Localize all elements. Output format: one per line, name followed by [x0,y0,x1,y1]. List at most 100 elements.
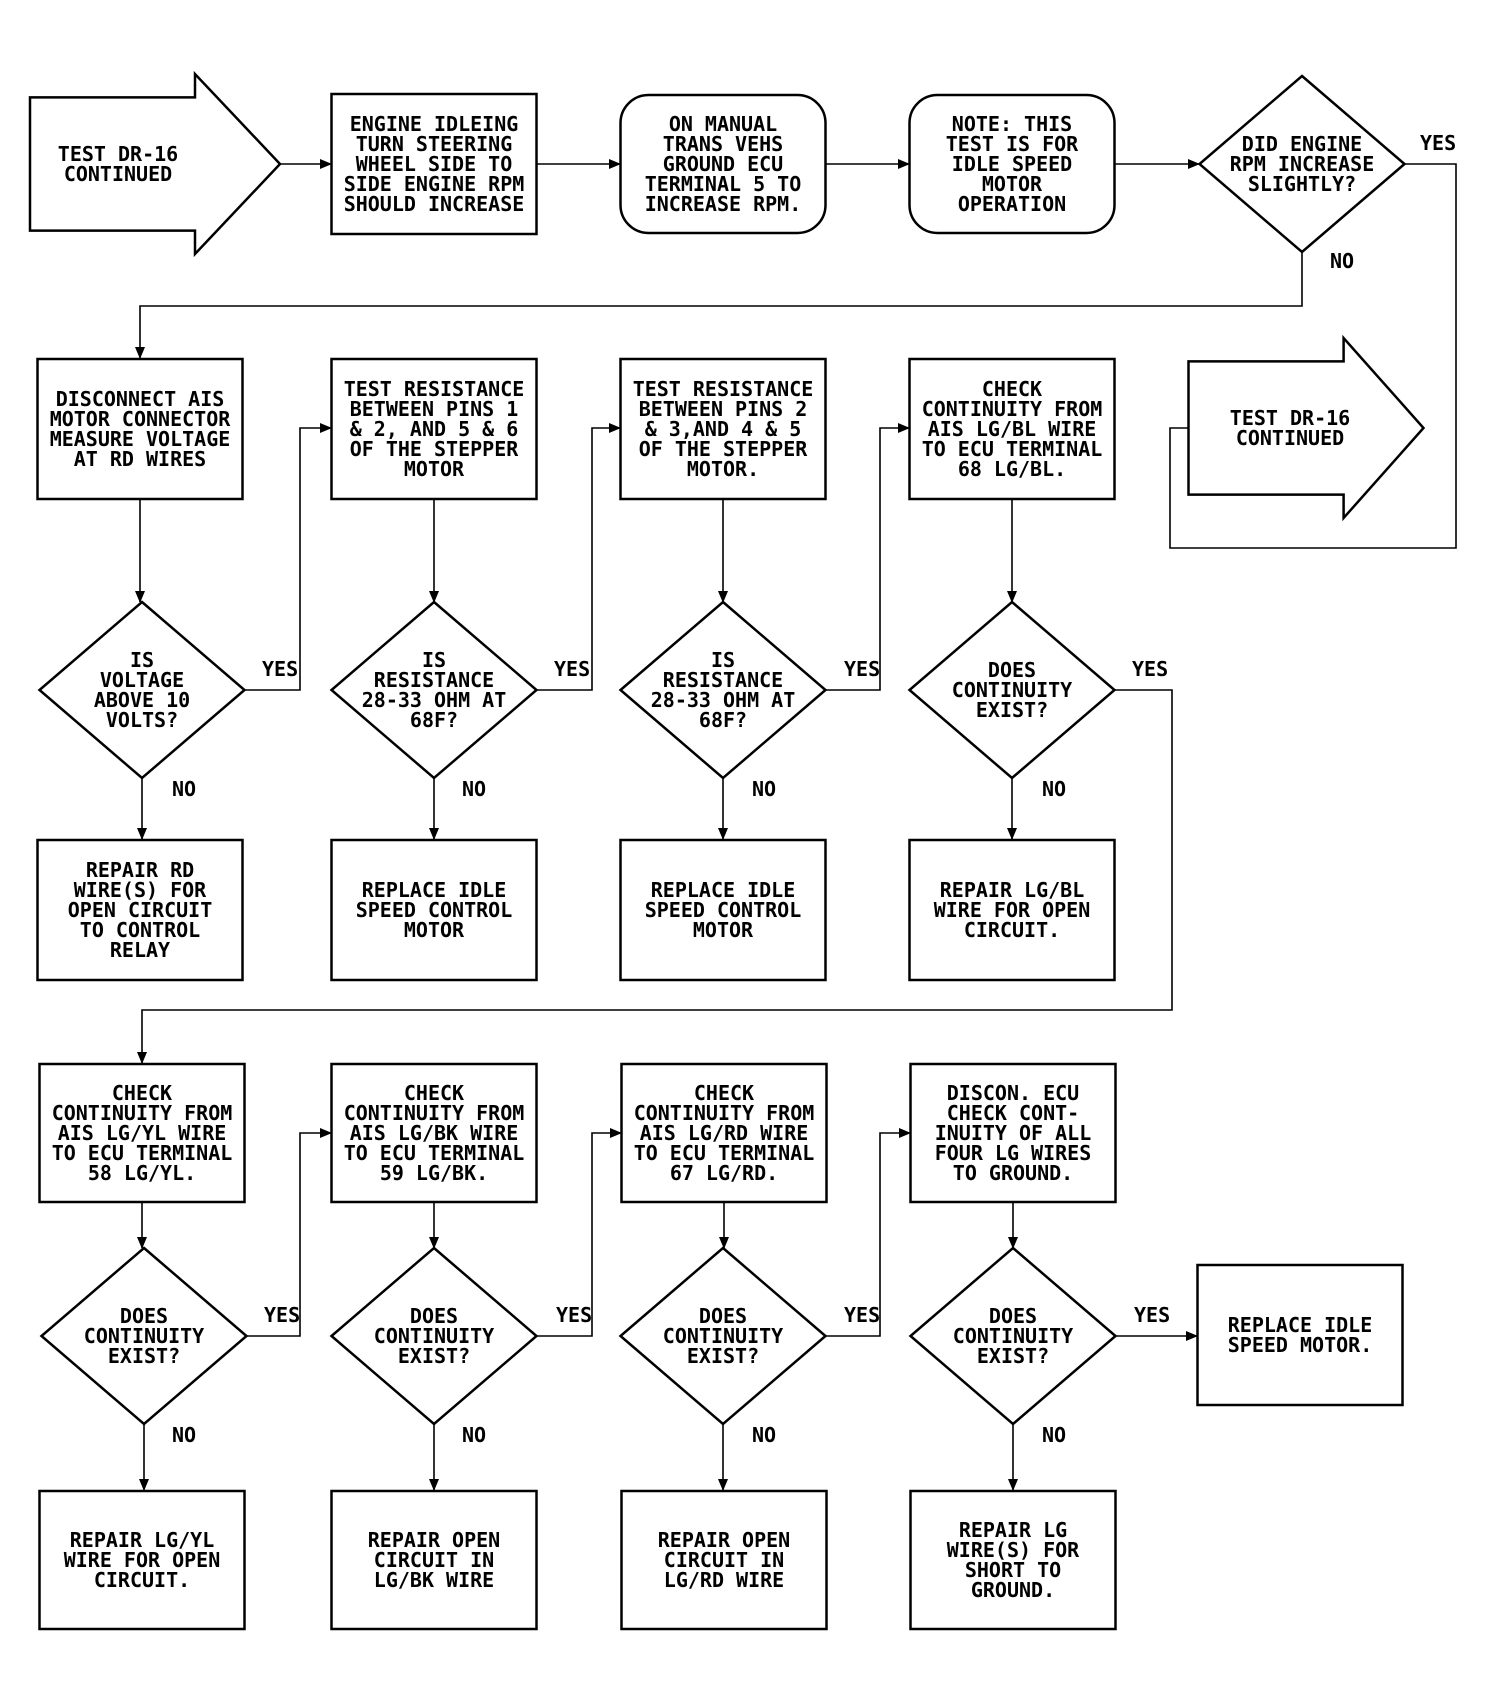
node-voltq-line: IS [130,648,154,672]
edge-label-no: NO [172,1423,196,1447]
node-rpmq-line: DID ENGINE [1242,132,1362,156]
node-replidle2-line: SPEED CONTROL [645,898,802,922]
node-chkrd-line: 67 LG/RD. [670,1161,778,1185]
node-chkyl-line: TO ECU TERMINAL [52,1141,233,1165]
node-repbl-line: WIRE FOR OPEN [934,898,1091,922]
connector-rpmq-to-disc [135,252,1303,359]
node-start-line: TEST DR-16 [58,142,178,166]
node-repbl-line: CIRCUIT. [964,918,1060,942]
edge-label-no: NO [1330,249,1354,273]
node-bkq-line: CONTINUITY [374,1324,494,1348]
connector-blq-to-chkyl [137,689,1173,1064]
node-res2-line: & 3,AND 4 & 5 [645,417,802,441]
shape-idle [330,92,538,236]
node-note-line: IDLE SPEED [952,152,1072,176]
shape-disc [36,357,244,501]
node-replmotor-line: SPEED MOTOR. [1228,1333,1373,1357]
node-disc-line: MEASURE VOLTAGE [50,427,231,451]
node-cont2-line: TEST DR-16 [1230,406,1350,430]
node-res1-line: TEST RESISTANCE [344,377,525,401]
connector-bkq-to-chkrd [536,1128,622,1337]
node-idle-line: WHEEL SIDE TO [356,152,513,176]
shape-rpmq [1197,74,1407,254]
node-chkbl-line: CONTINUITY FROM [922,397,1103,421]
node-chkrd-line: CHECK [694,1081,754,1105]
node-blq-line: CONTINUITY [952,678,1072,702]
node-rdq-line: CONTINUITY [663,1324,783,1348]
node-chkbk-line: AIS LG/BK WIRE [350,1121,519,1145]
node-res2q-line: IS [711,648,735,672]
node-replidle2-line: REPLACE IDLE [651,878,796,902]
edge-label-yes: YES [264,1303,300,1327]
node-discecu-line: TO GROUND. [953,1161,1073,1185]
node-replidle1-line: MOTOR [404,918,465,942]
shape-ylq [39,1246,249,1426]
node-disc-line: MOTOR CONNECTOR [50,407,232,431]
node-res1q-line: IS [422,648,446,672]
node-manual-line: GROUND ECU [663,152,783,176]
node-chkbl-line: 68 LG/BL. [958,457,1066,481]
connector-rpmq-to-cont2 [1169,163,1457,549]
node-blq-line: DOES [988,658,1036,682]
shape-reprdw [620,1489,828,1631]
node-repgnd-line: GROUND. [971,1578,1055,1602]
node-bkq-line: EXIST? [398,1344,470,1368]
node-note-line: TEST IS FOR [946,132,1079,156]
node-reprd-line: REPAIR RD [86,858,194,882]
node-repyl-line: CIRCUIT. [94,1568,190,1592]
node-bkq-line: DOES [410,1304,458,1328]
connector-ylq-to-chkbk [246,1128,332,1337]
node-res1-line: MOTOR [404,457,465,481]
shape-gndq [908,1246,1118,1426]
node-res2q-line: 68F? [699,708,747,732]
shape-chkbl [908,357,1116,501]
node-repgnd-line: WIRE(S) FOR [947,1538,1080,1562]
node-disc-line: AT RD WIRES [74,447,206,471]
node-reprdw-line: LG/RD WIRE [664,1568,784,1592]
edge-label-no: NO [752,1423,776,1447]
node-start-line: CONTINUED [64,162,172,186]
node-chkrd-line: AIS LG/RD WIRE [640,1121,809,1145]
node-reprdw-line: REPAIR OPEN [658,1528,790,1552]
node-blq-line: EXIST? [976,698,1048,722]
shape-discecu [909,1062,1117,1204]
shape-repgnd [909,1489,1117,1631]
shape-note [908,93,1116,235]
shape-chkyl [38,1062,246,1204]
node-voltq-line: VOLTAGE [100,668,184,692]
shape-chkbk [330,1062,538,1204]
edge-label-yes: YES [844,1303,880,1327]
connector-res1q-to-res2 [536,423,621,691]
node-chkyl-line: CHECK [112,1081,172,1105]
node-manual-line: TRANS VEHS [663,132,783,156]
node-note-line: MOTOR [982,172,1043,196]
node-repyl-line: REPAIR LG/YL [70,1528,215,1552]
node-idle-line: SHOULD INCREASE [344,192,525,216]
shape-res2q [618,600,828,780]
node-res2-line: TEST RESISTANCE [633,377,814,401]
shape-start [28,70,282,258]
node-chkbk-line: CONTINUITY FROM [344,1101,525,1125]
node-manual-line: TERMINAL 5 TO [645,172,802,196]
node-reprd-line: WIRE(S) FOR [74,878,207,902]
shape-res2 [619,357,827,501]
